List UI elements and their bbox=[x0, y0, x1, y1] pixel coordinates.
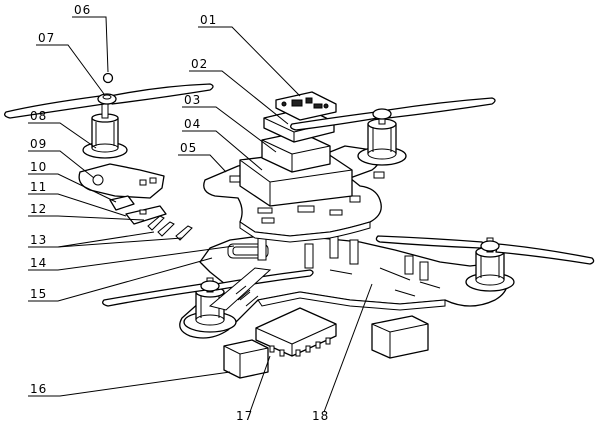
callout-05: 05 bbox=[180, 141, 197, 155]
esc-module bbox=[255, 307, 337, 357]
callout-labels: 01 02 03 04 05 06 07 08 09 10 11 12 13 1… bbox=[30, 3, 329, 423]
callout-11: 11 bbox=[30, 180, 47, 194]
side-module bbox=[371, 315, 429, 359]
callout-07: 07 bbox=[38, 31, 55, 45]
motor-rear-right bbox=[357, 109, 407, 166]
left-arm-mount bbox=[78, 163, 193, 241]
callout-17: 17 bbox=[236, 409, 253, 423]
propeller-rear-left bbox=[4, 83, 214, 119]
callout-underlines bbox=[28, 16, 232, 397]
callout-03: 03 bbox=[184, 93, 201, 107]
callout-06: 06 bbox=[74, 3, 91, 17]
callout-08: 08 bbox=[30, 109, 47, 123]
callout-14: 14 bbox=[30, 256, 47, 270]
flight-controller-stack bbox=[261, 91, 337, 173]
callout-16: 16 bbox=[30, 382, 47, 396]
callout-12: 12 bbox=[30, 202, 47, 216]
callout-02: 02 bbox=[191, 57, 208, 71]
callout-13: 13 bbox=[30, 233, 47, 247]
propeller-rear-right bbox=[290, 97, 496, 131]
callout-18: 18 bbox=[312, 409, 329, 423]
prop-nut bbox=[102, 72, 114, 84]
callout-01: 01 bbox=[200, 13, 217, 27]
callout-09: 09 bbox=[30, 137, 47, 151]
callout-10: 10 bbox=[30, 160, 47, 174]
motor-rear-left bbox=[82, 103, 128, 159]
propeller-front-right bbox=[375, 235, 595, 265]
callout-04: 04 bbox=[184, 117, 201, 131]
callout-15: 15 bbox=[30, 287, 47, 301]
frame-standoffs bbox=[257, 231, 429, 281]
receiver-module bbox=[223, 339, 269, 379]
front-left-arm bbox=[208, 267, 272, 311]
